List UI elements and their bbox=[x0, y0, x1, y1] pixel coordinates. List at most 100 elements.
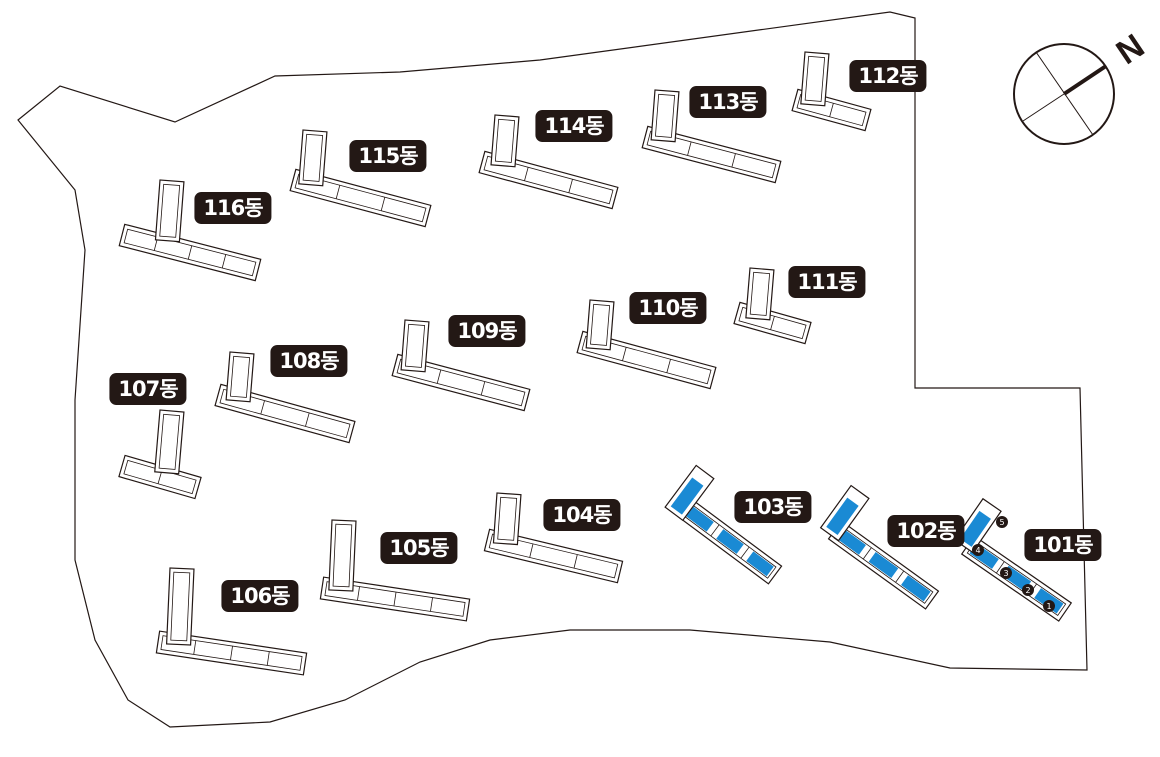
building-110[interactable] bbox=[576, 299, 717, 390]
building-label-104[interactable]: 104동 bbox=[543, 499, 621, 531]
building-wing bbox=[328, 519, 357, 592]
building-label-110[interactable]: 110동 bbox=[629, 292, 707, 324]
building-102[interactable] bbox=[819, 484, 940, 610]
building-label-108[interactable]: 108동 bbox=[270, 345, 348, 377]
building-inner-outline bbox=[160, 635, 303, 671]
building-105[interactable] bbox=[319, 519, 471, 622]
highlighted-unit bbox=[686, 506, 714, 532]
unit-divider bbox=[430, 597, 433, 612]
building-inner-outline bbox=[497, 496, 518, 541]
building-label-103[interactable]: 103동 bbox=[734, 491, 812, 523]
building-label-114[interactable]: 114동 bbox=[535, 110, 613, 142]
highlighted-unit bbox=[901, 575, 931, 602]
unit-divider bbox=[305, 412, 310, 427]
unit-marker-3[interactable]: 3 bbox=[1000, 567, 1012, 579]
building-112[interactable] bbox=[791, 51, 872, 132]
highlighted-unit bbox=[670, 477, 704, 515]
unit-marker-circle bbox=[1022, 584, 1034, 596]
building-inner-outline bbox=[483, 155, 614, 205]
building-114[interactable] bbox=[478, 114, 619, 210]
unit-divider bbox=[568, 179, 573, 193]
unit-divider bbox=[740, 546, 750, 559]
unit-number: 4 bbox=[975, 546, 980, 555]
building-inner-outline bbox=[804, 55, 826, 102]
building-footprint bbox=[289, 168, 432, 228]
building-inner-outline bbox=[494, 118, 516, 163]
building-label-101[interactable]: 101동 bbox=[1024, 529, 1102, 561]
unit-marker-circle bbox=[1043, 600, 1055, 612]
site-boundary bbox=[17, 11, 1088, 728]
building-inner-outline bbox=[796, 93, 867, 127]
building-108[interactable] bbox=[214, 351, 356, 444]
building-inner-outline bbox=[738, 306, 807, 340]
building-wing bbox=[154, 409, 185, 475]
building-inner-outline bbox=[590, 303, 611, 346]
unit-divider bbox=[529, 543, 534, 558]
building-label-112[interactable]: 112동 bbox=[849, 60, 927, 92]
building-footprint bbox=[483, 528, 624, 584]
building-inner-outline bbox=[581, 335, 712, 385]
building-106[interactable] bbox=[155, 567, 308, 676]
unit-marker-2[interactable]: 2 bbox=[1022, 584, 1034, 596]
unit-divider bbox=[622, 347, 627, 361]
building-inner-outline bbox=[646, 130, 777, 179]
unit-number: 1 bbox=[1046, 602, 1051, 611]
compass-north-pointer bbox=[1062, 64, 1108, 96]
building-103[interactable] bbox=[664, 464, 783, 585]
building-109[interactable] bbox=[391, 319, 531, 412]
highlighted-unit bbox=[716, 529, 744, 554]
building-inner-outline bbox=[488, 533, 619, 579]
building-104[interactable] bbox=[483, 492, 624, 584]
highlighted-unit bbox=[836, 528, 866, 555]
unit-divider bbox=[393, 592, 397, 606]
building-inner-outline bbox=[294, 173, 427, 223]
building-101[interactable]: 5 4 3 2 1 bbox=[953, 497, 1073, 622]
building-116[interactable] bbox=[118, 179, 262, 282]
unit-divider bbox=[710, 524, 720, 537]
unit-divider bbox=[357, 586, 360, 601]
building-label-115[interactable]: 115동 bbox=[349, 140, 427, 172]
building-113[interactable] bbox=[641, 89, 782, 184]
unit-divider bbox=[480, 381, 486, 396]
building-footprint bbox=[391, 353, 531, 412]
building-label-113[interactable]: 113동 bbox=[689, 86, 767, 118]
unit-divider bbox=[380, 197, 386, 211]
building-label-102[interactable]: 102동 bbox=[887, 515, 965, 547]
building-111[interactable] bbox=[733, 267, 812, 345]
building-inner-outline bbox=[404, 323, 426, 368]
unit-divider bbox=[687, 141, 692, 156]
building-footprint bbox=[641, 125, 782, 184]
building-label-109[interactable]: 109동 bbox=[448, 315, 526, 347]
building-inner-outline bbox=[230, 355, 251, 398]
unit-divider bbox=[187, 245, 193, 260]
unit-divider bbox=[335, 185, 341, 199]
unit-divider bbox=[996, 561, 1005, 574]
unit-divider bbox=[266, 651, 270, 666]
building-inner-outline bbox=[170, 571, 191, 642]
building-115[interactable] bbox=[289, 129, 432, 228]
highlighted-unit bbox=[868, 551, 899, 579]
building-inner-outline bbox=[158, 413, 181, 470]
compass-north-label: N bbox=[1110, 27, 1152, 72]
building-107[interactable] bbox=[118, 409, 202, 500]
unit-marker-circle bbox=[1000, 567, 1012, 579]
building-inner-outline bbox=[396, 358, 526, 407]
building-footprint bbox=[576, 330, 717, 390]
building-inner-outline bbox=[123, 228, 257, 277]
building-label-107[interactable]: 107동 bbox=[109, 373, 187, 405]
unit-divider bbox=[524, 167, 529, 181]
unit-marker-1[interactable]: 1 bbox=[1043, 600, 1055, 612]
unit-marker-circle bbox=[972, 544, 984, 556]
building-label-105[interactable]: 105동 bbox=[380, 532, 458, 564]
unit-number: 2 bbox=[1025, 586, 1030, 595]
building-label-106[interactable]: 106동 bbox=[221, 580, 299, 612]
unit-marker-4[interactable]: 4 bbox=[972, 544, 984, 556]
unit-divider bbox=[221, 254, 227, 269]
building-label-111[interactable]: 111동 bbox=[788, 266, 866, 298]
unit-divider bbox=[829, 103, 834, 117]
building-label-116[interactable]: 116동 bbox=[194, 192, 272, 224]
unit-marker-5[interactable]: 5 bbox=[996, 516, 1008, 528]
unit-divider bbox=[193, 640, 197, 655]
unit-number: 3 bbox=[1003, 569, 1008, 578]
